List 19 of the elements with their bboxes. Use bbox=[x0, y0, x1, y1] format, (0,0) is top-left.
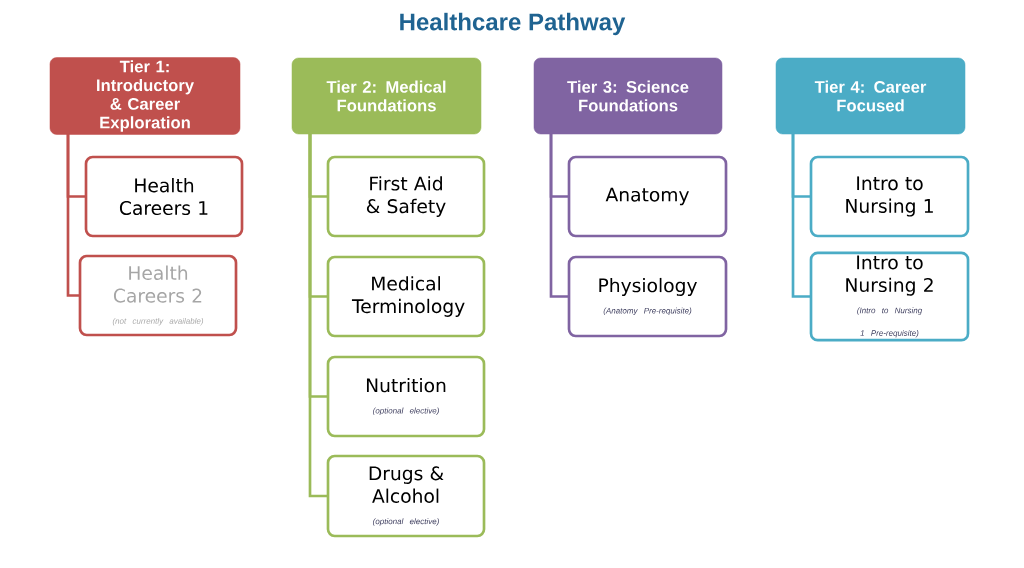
tier-header: Tier 4: Career Focused bbox=[775, 57, 966, 135]
course-box: Intro to Nursing 2 (Intro to Nursing 1 Pre-requisite) bbox=[809, 251, 970, 342]
course-box: Medical Terminology bbox=[326, 255, 486, 338]
connector bbox=[549, 134, 569, 298]
course-box: Nutrition (optional elective) bbox=[326, 355, 486, 438]
tier-header: Tier 1: Introductory & Career Exploration bbox=[49, 57, 241, 135]
title: Healthcare Pathway bbox=[400, 12, 626, 36]
course-box: Health Careers 1 bbox=[84, 155, 244, 238]
course-box: Intro to Nursing 1 bbox=[809, 155, 970, 238]
connector bbox=[66, 134, 80, 297]
course-box: First Aid & Safety bbox=[326, 155, 486, 238]
connector bbox=[308, 134, 328, 498]
course-box: Health Careers 2 (not currently available) bbox=[78, 254, 238, 337]
connector bbox=[791, 134, 811, 298]
tier-header: Tier 3: Science Foundations bbox=[533, 57, 723, 135]
course-box: Anatomy bbox=[567, 155, 728, 238]
course-box: Physiology (Anatomy Pre-requisite) bbox=[567, 255, 728, 338]
course-box: Drugs & Alcohol (optional elective) bbox=[326, 454, 486, 538]
tier-header: Tier 2: Medical Foundations bbox=[291, 57, 482, 135]
